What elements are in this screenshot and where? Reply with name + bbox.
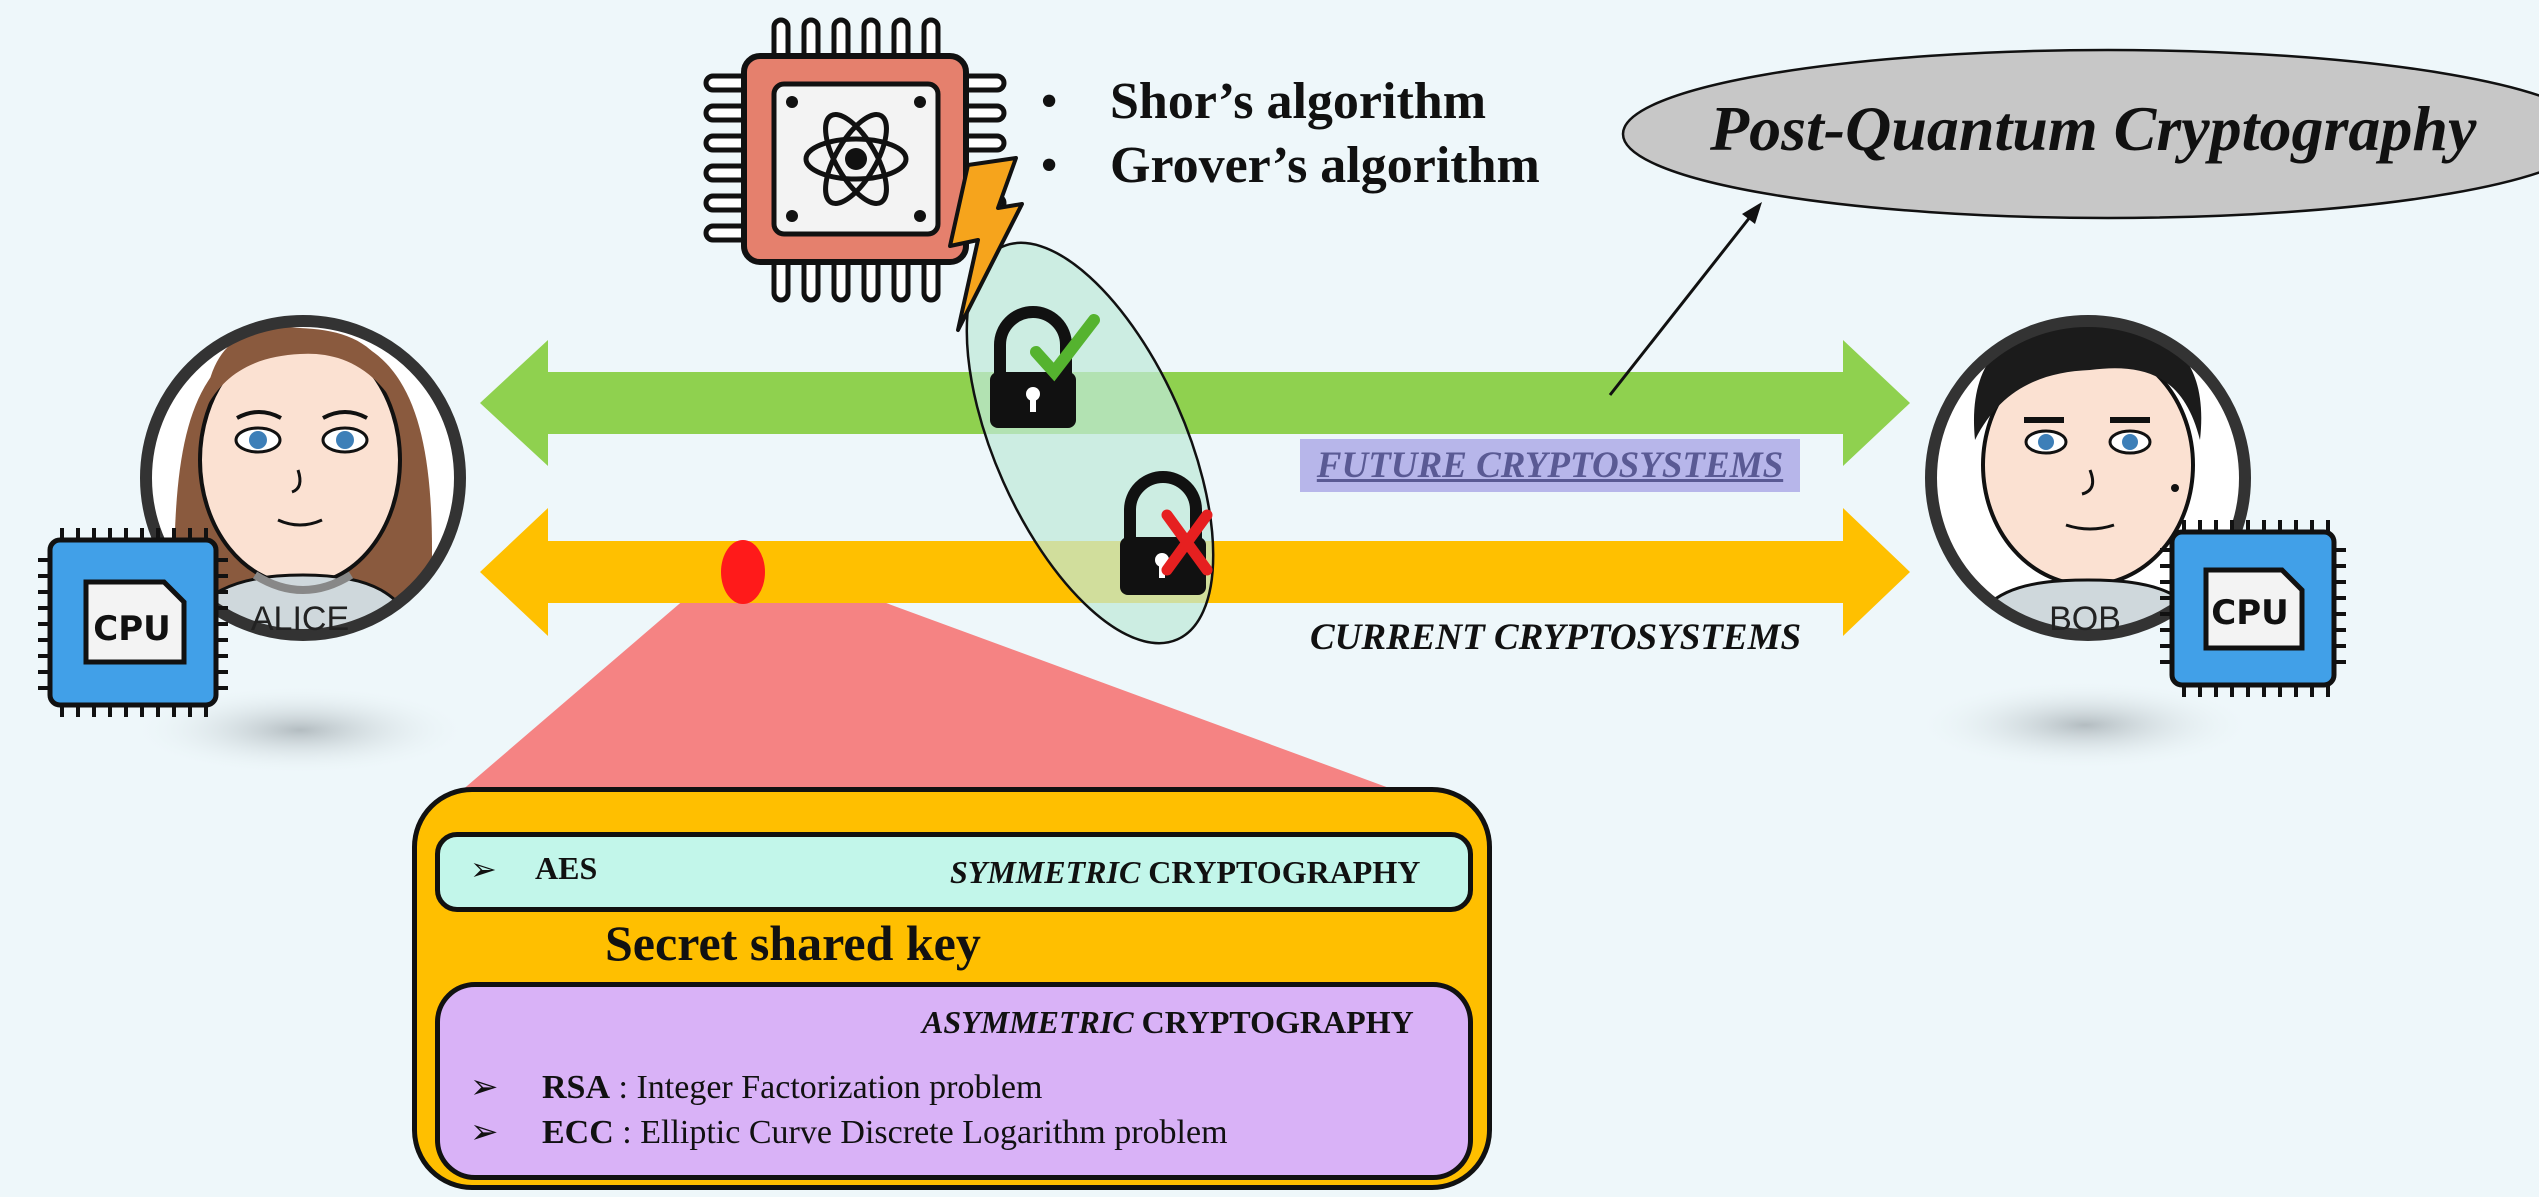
symmetric-title-italic: SYMMETRIC: [950, 854, 1141, 890]
aes-label: AES: [535, 850, 598, 886]
focus-point: [721, 540, 765, 604]
current-cryptosystems-label: CURRENT CRYPTOSYSTEMS: [1310, 617, 1802, 658]
rsa-bullet: ➢: [470, 1069, 499, 1106]
asymmetric-title: ASYMMETRIC CRYPTOGRAPHY: [922, 1004, 1414, 1041]
secure-lock-icon: [990, 306, 1100, 428]
rsa-desc: : Integer Factorization problem: [610, 1069, 1043, 1106]
future-cryptosystems-label: FUTURE CRYPTOSYSTEMS: [1300, 439, 1800, 492]
alice-badge: ALICE: [251, 600, 349, 638]
pqc-pointer: [1608, 211, 1756, 396]
quantum-chip-icon: [703, 17, 1007, 303]
symmetric-title-rest: CRYPTOGRAPHY: [1140, 854, 1421, 890]
bob-cpu-icon: CPU: [2160, 520, 2346, 697]
bob-badge: BOB: [2049, 600, 2121, 638]
ecc-item: ➢ ECC : Elliptic Curve Discrete Logarithm…: [470, 1112, 1228, 1152]
future-arrow: [480, 340, 1910, 466]
secret-key-label: Secret shared key: [605, 915, 981, 971]
ecc-bullet: ➢: [470, 1114, 499, 1151]
rsa-name: RSA: [542, 1069, 611, 1106]
algo-item-shor: Shor’s algorithm: [1040, 70, 1540, 134]
alice-cpu-icon: CPU: [38, 528, 228, 717]
pqc-arrowhead: [1742, 202, 1762, 224]
symmetric-panel: [435, 832, 1473, 912]
asymmetric-panel: [435, 982, 1473, 1180]
symmetric-title: SYMMETRIC CRYPTOGRAPHY: [950, 854, 1420, 891]
aes-bullet: ➢: [470, 851, 497, 887]
bob-cpu-label: CPU: [2211, 593, 2288, 633]
alice-avatar: [140, 315, 466, 641]
algo-item-grover: Grover’s algorithm: [1040, 134, 1540, 198]
quantum-algorithms-list: Shor’s algorithm Grover’s algorithm: [1040, 70, 1540, 198]
rsa-item: ➢ RSA : Integer Factorization problem: [470, 1067, 1042, 1107]
ecc-name: ECC: [542, 1114, 614, 1151]
pqc-label: Post-Quantum Cryptography: [1710, 93, 2477, 164]
alice-cpu-label: CPU: [93, 609, 170, 649]
asymmetric-title-italic: ASYMMETRIC: [922, 1004, 1134, 1040]
bob-shadow: [1915, 680, 2255, 770]
focus-wedge: [460, 550, 1400, 792]
broken-lock-icon: [1120, 471, 1213, 595]
ecc-desc: : Elliptic Curve Discrete Logarithm prob…: [613, 1114, 1228, 1151]
lightning-icon: [948, 156, 1024, 332]
alice-shadow: [130, 685, 470, 775]
pqc-ellipse: [1621, 48, 2539, 220]
asymmetric-title-rest: CRYPTOGRAPHY: [1133, 1004, 1414, 1040]
